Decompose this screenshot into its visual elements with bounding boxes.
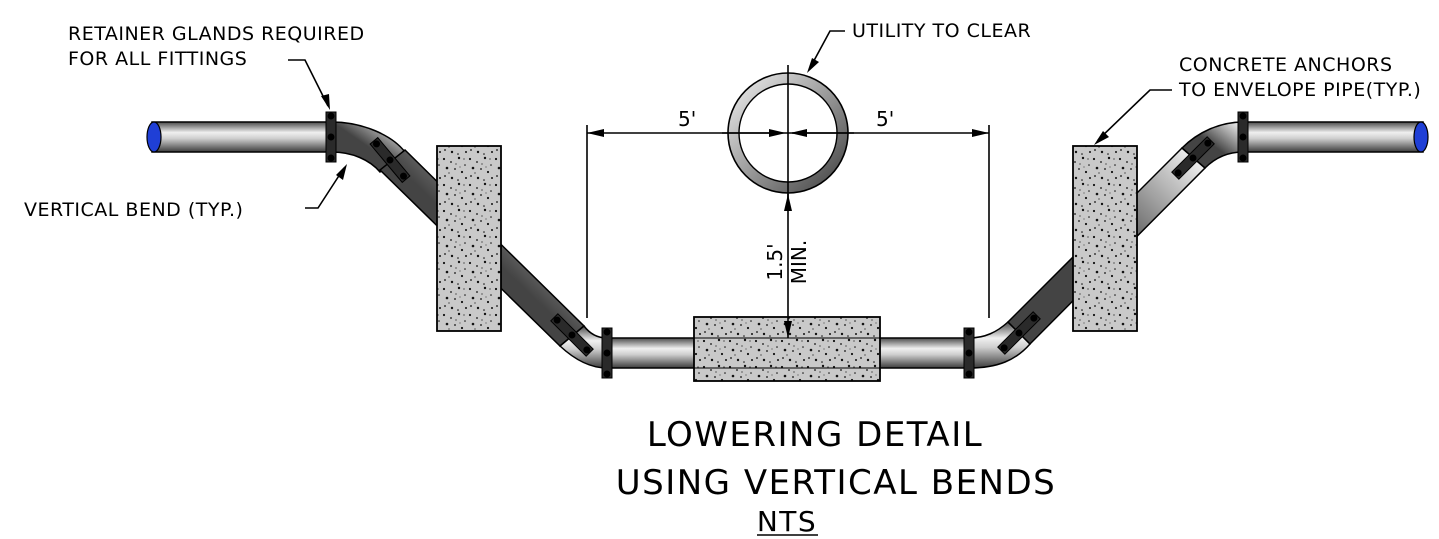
clearance-dimension-value: 1.5' (763, 243, 787, 280)
arrowhead (972, 129, 989, 137)
arrowhead (336, 164, 347, 180)
flange (1237, 111, 1249, 163)
title-line2: USING VERTICAL BENDS (616, 463, 1057, 503)
dimension-lines: 5' 5' 1.5' MIN. (586, 107, 990, 338)
arrowhead (784, 321, 792, 338)
right-offset-dimension: 5' (876, 107, 894, 131)
vertical-bend-leader-line (305, 167, 345, 209)
clearance-dimension-note: MIN. (787, 240, 811, 284)
arrowhead (790, 129, 807, 137)
left-horizontal-pipe (146, 121, 333, 153)
flange-fittings (325, 111, 1249, 379)
flange (997, 311, 1041, 355)
pipe-end-cap-right (1413, 121, 1429, 153)
concrete-leader-line (1097, 89, 1172, 141)
concrete-anchor-right (1072, 145, 1138, 332)
vertical-bend-label: VERTICAL BEND (TYP.) (24, 199, 243, 221)
utility-pipe (722, 65, 854, 202)
flange (369, 136, 411, 184)
title-line1: LOWERING DETAIL (647, 415, 983, 455)
flange (601, 327, 613, 379)
retainer-glands-label-line1: RETAINER GLANDS REQUIRED (68, 23, 365, 45)
arrowhead (807, 58, 819, 73)
scale-note: NTS (757, 505, 817, 538)
title-block: LOWERING DETAIL USING VERTICAL BENDS NTS (616, 415, 1057, 538)
callouts: RETAINER GLANDS REQUIRED FOR ALL FITTING… (24, 20, 1421, 221)
arrowhead (784, 194, 792, 211)
right-horizontal-pipe (1242, 121, 1429, 153)
arrowhead (587, 129, 604, 137)
concrete-anchor-bottom (693, 316, 881, 382)
arrowhead (1094, 131, 1109, 145)
concrete-anchor-left (436, 145, 502, 332)
flange (963, 327, 975, 379)
flange (550, 313, 594, 357)
flange (325, 111, 337, 163)
arrowhead (769, 129, 786, 137)
retainer-leader-line (288, 59, 329, 107)
flange (1171, 136, 1215, 180)
concrete-anchors-label-line2: TO ENVELOPE PIPE(TYP.) (1178, 79, 1421, 101)
utility-label: UTILITY TO CLEAR (852, 20, 1031, 42)
concrete-anchors-label-line1: CONCRETE ANCHORS (1179, 54, 1393, 76)
utility-leader-line (809, 30, 845, 69)
pipe-end-cap-left (146, 121, 162, 153)
retainer-glands-label-line2: FOR ALL FITTINGS (68, 48, 247, 70)
arrowhead (321, 94, 330, 110)
left-offset-dimension: 5' (678, 107, 696, 131)
